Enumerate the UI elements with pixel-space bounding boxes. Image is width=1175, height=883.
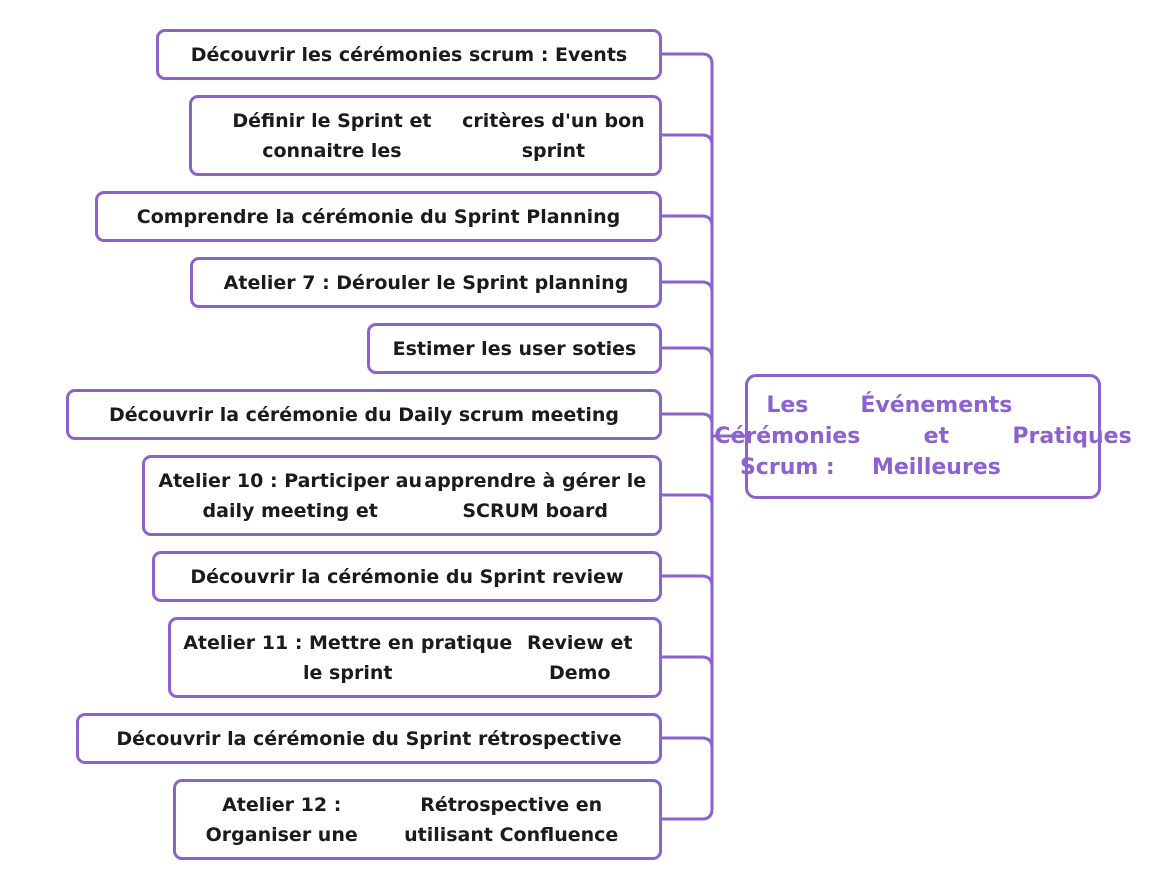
topic-node-atelier-7[interactable]: Atelier 7 : Dérouler le Sprint planning [190,257,662,308]
central-topic-node[interactable]: Les Cérémonies Scrum : Événements et Mei… [714,374,1132,499]
topic-line: Review et Demo [527,631,633,684]
topic-line: Définir le Sprint et connaitre les [232,109,432,162]
connector-branch [660,736,714,749]
topic-node-events[interactable]: Découvrir les cérémonies scrum : Events [156,29,662,80]
topic-line: Atelier 11 : Mettre en pratique le sprin… [183,631,513,684]
connector-branch [660,133,714,146]
topic-node-sprint-retrospective[interactable]: Découvrir la cérémonie du Sprint rétrosp… [76,713,662,764]
connector-branch [660,280,714,293]
topic-node-sprint-review[interactable]: Découvrir la cérémonie du Sprint review [152,551,662,602]
topic-node-atelier-10[interactable]: Atelier 10 : Participer au daily meeting… [142,455,662,536]
topic-line: Découvrir les cérémonies scrum : Events [190,43,628,66]
connector-branch [660,346,714,359]
topic-node-user-stories[interactable]: Estimer les user soties [367,323,662,374]
central-topic-line-2: Événements et Meilleures [860,393,1013,480]
topic-line: Découvrir la cérémonie du Sprint review [190,565,624,588]
topic-line: Comprendre la cérémonie du Sprint Planni… [136,205,621,228]
topic-line: critères d'un bon sprint [462,109,645,162]
connector-branch [660,493,714,506]
central-topic-line-3: Pratiques [1012,424,1132,449]
connector-branch [660,574,714,587]
topic-line: Découvrir la cérémonie du Sprint rétrosp… [116,727,622,750]
topic-node-atelier-12[interactable]: Atelier 12 : Organiser une Rétrospective… [173,779,662,860]
connector-branch [660,655,714,668]
connector-branch [660,412,714,425]
topic-line: Atelier 7 : Dérouler le Sprint planning [223,271,629,294]
topic-node-define-sprint[interactable]: Définir le Sprint et connaitre les critè… [189,95,662,176]
topic-node-atelier-11[interactable]: Atelier 11 : Mettre en pratique le sprin… [168,617,662,698]
topic-line: apprendre à gérer le SCRUM board [424,469,647,522]
topic-line: Découvrir la cérémonie du Daily scrum me… [108,403,620,426]
topic-line: Estimer les user soties [392,337,637,360]
topic-line: Rétrospective en utilisant Confluence [404,793,619,846]
connector-branch [660,214,714,227]
connector-spine [660,52,714,821]
topic-node-sprint-planning[interactable]: Comprendre la cérémonie du Sprint Planni… [95,191,662,242]
central-topic-line-1: Les Cérémonies Scrum : [714,393,861,480]
topic-line: Atelier 10 : Participer au daily meeting… [158,469,422,522]
topic-line: Atelier 12 : Organiser une [205,793,358,846]
topic-node-daily-scrum[interactable]: Découvrir la cérémonie du Daily scrum me… [66,389,662,440]
